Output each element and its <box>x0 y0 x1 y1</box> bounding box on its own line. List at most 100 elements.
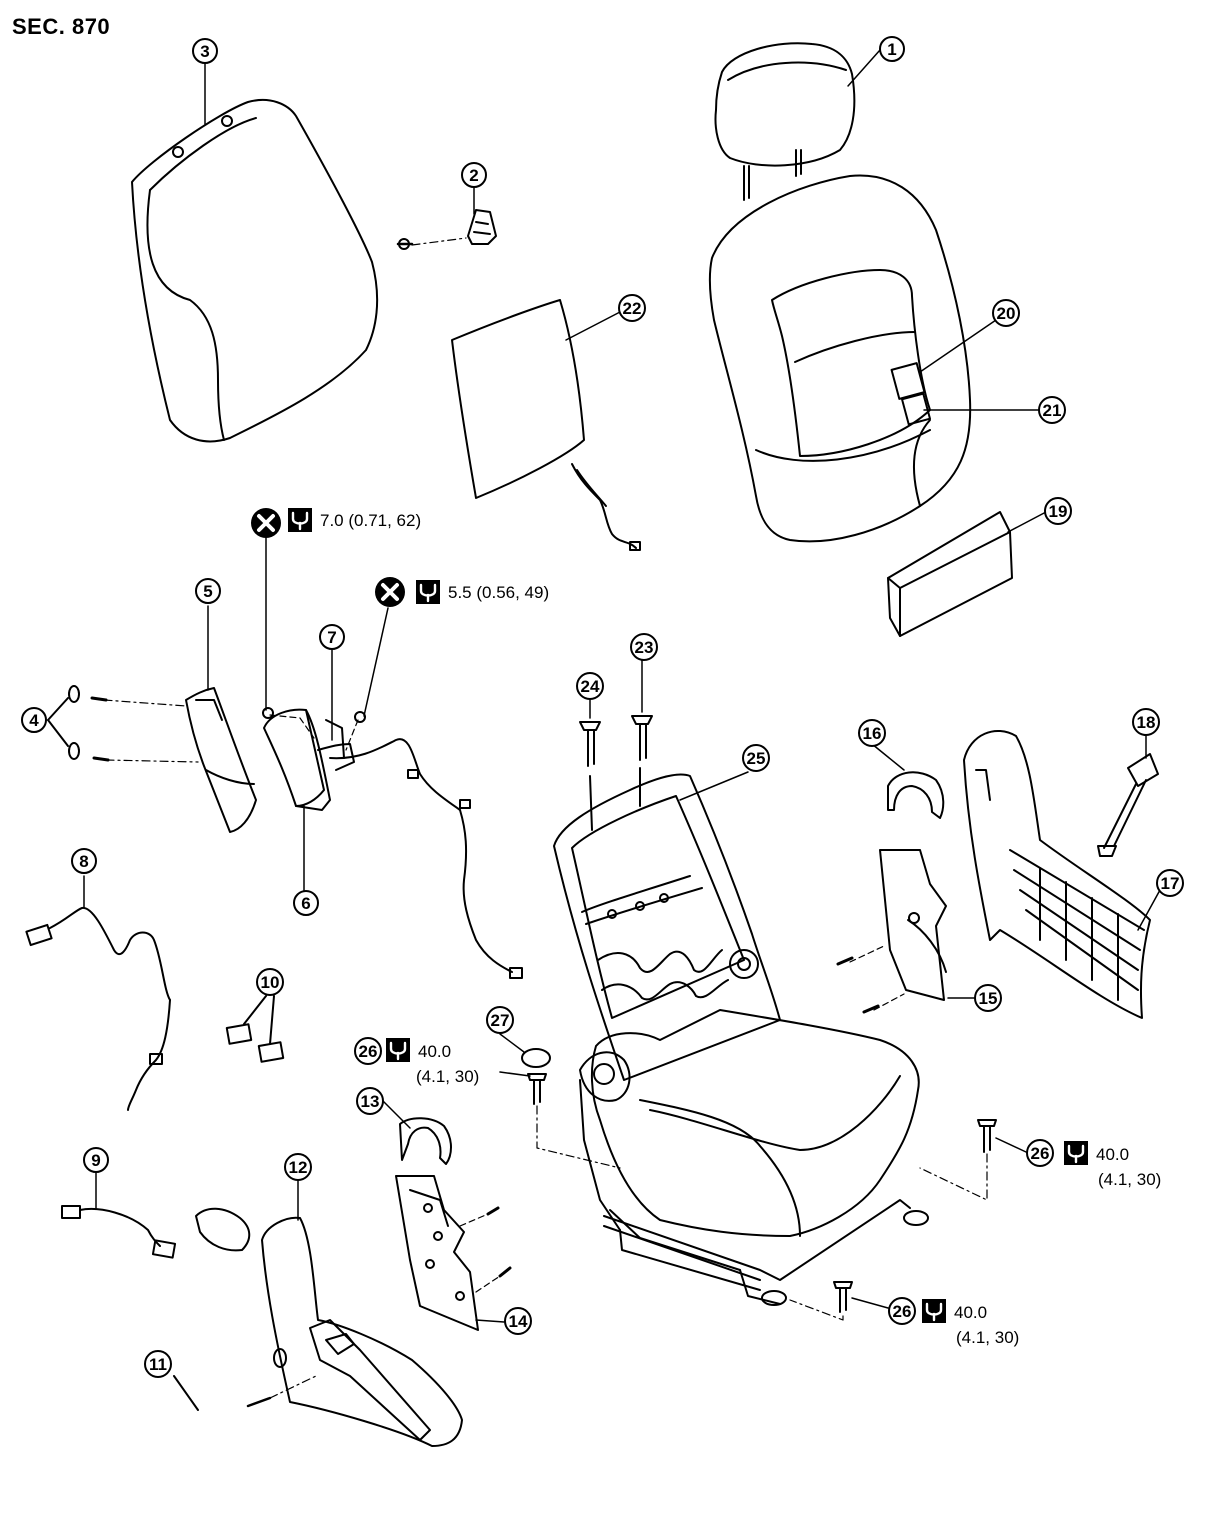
section-label: SEC. 870 <box>12 14 111 39</box>
callout-c25: 25 <box>742 744 770 772</box>
callout-c6: 6 <box>293 890 319 916</box>
torque-value: 40.0 <box>418 1042 451 1061</box>
callout-number: 24 <box>581 677 600 696</box>
part-8-harness <box>25 907 171 1111</box>
part-19-pad <box>887 511 1013 637</box>
callout-c4: 4 <box>21 707 47 733</box>
callout-c24: 24 <box>576 672 604 700</box>
callout-c26a: 26 <box>354 1037 382 1065</box>
part-13-cover <box>399 1117 452 1165</box>
torque-wrench-icon <box>386 1038 410 1062</box>
callout-number: 22 <box>623 299 642 318</box>
do-not-reuse-icon <box>375 577 405 607</box>
part-1-headrest <box>714 42 856 201</box>
callout-number: 3 <box>200 42 209 61</box>
part-3-seatback-cover <box>131 98 379 443</box>
callout-c13: 13 <box>356 1087 384 1115</box>
part-6-airbag-module <box>262 707 523 979</box>
torque-value: 7.0 (0.71, 62) <box>320 511 421 530</box>
part-26-bolt-front-left <box>527 1073 621 1169</box>
part-15-bracket <box>836 849 947 1014</box>
callout-c8: 8 <box>71 848 97 874</box>
torque-wrench-icon <box>288 508 312 532</box>
callout-number: 23 <box>635 638 654 657</box>
callout-number: 2 <box>469 166 478 185</box>
part-4-washers <box>47 685 80 760</box>
torque-wrench-icon <box>1064 1141 1088 1165</box>
callout-c26c: 26 <box>888 1297 916 1325</box>
do-not-reuse-icon <box>251 508 281 538</box>
symbol-layer: 7.0 (0.71, 62) 5.5 (0.56, 49) 40.0 (4.1, 30… <box>251 508 1161 1347</box>
torque-value-units: (4.1, 30) <box>416 1067 479 1086</box>
callout-c3: 3 <box>192 38 218 64</box>
part-17-trim-panel <box>963 730 1151 1019</box>
callout-number: 19 <box>1049 502 1068 521</box>
seatback-assembly <box>708 174 972 543</box>
callout-number: 17 <box>1161 874 1180 893</box>
callout-number: 20 <box>997 304 1016 323</box>
torque-value: 5.5 (0.56, 49) <box>448 583 549 602</box>
callout-number: 18 <box>1137 713 1156 732</box>
callout-c10: 10 <box>256 968 284 996</box>
callout-number: 7 <box>327 628 336 647</box>
part-2-clip <box>396 209 497 250</box>
callout-number: 21 <box>1043 401 1062 420</box>
callout-c18: 18 <box>1132 708 1160 736</box>
callout-number: 25 <box>747 749 766 768</box>
callout-number: 9 <box>91 1151 100 1170</box>
callout-number: 8 <box>79 852 88 871</box>
callout-number: 11 <box>149 1355 167 1374</box>
callout-c9: 9 <box>83 1147 109 1173</box>
callout-c2: 2 <box>461 162 487 188</box>
callout-number: 14 <box>509 1312 528 1331</box>
callout-number: 5 <box>203 582 212 601</box>
part-11-knob <box>173 1207 251 1411</box>
torque-value-units: (4.1, 30) <box>1098 1170 1161 1189</box>
part-24-pin <box>579 721 601 767</box>
callout-c12: 12 <box>284 1153 312 1181</box>
torque-wrench-icon <box>416 580 440 604</box>
callout-c5: 5 <box>195 578 221 604</box>
callout-number: 15 <box>979 989 998 1008</box>
callout-number: 12 <box>289 1158 308 1177</box>
leader-lines <box>83 49 1161 1323</box>
torque-wrench-icon <box>922 1299 946 1323</box>
callout-c17: 17 <box>1156 869 1184 897</box>
part-27-cap <box>521 1048 551 1068</box>
part-12-side-finisher <box>246 1216 463 1447</box>
part-26-bolt-rear-left <box>789 1281 853 1321</box>
part-16-cover <box>887 771 945 819</box>
part-22-back-board <box>451 299 641 551</box>
part-10-clips <box>225 995 285 1063</box>
callout-c1: 1 <box>879 36 905 62</box>
part-9-harness <box>61 1205 177 1259</box>
callout-number: 27 <box>491 1011 510 1030</box>
callout-c26b: 26 <box>1026 1139 1054 1167</box>
part-25-seat-frame <box>553 767 929 1306</box>
callout-number: 26 <box>359 1042 378 1061</box>
callout-number: 16 <box>863 724 882 743</box>
torque-value: 40.0 <box>954 1303 987 1322</box>
callout-c7: 7 <box>319 624 345 650</box>
part-23-pin <box>631 715 653 761</box>
part-14-bracket <box>395 1175 512 1331</box>
callout-c27: 27 <box>486 1006 514 1034</box>
callout-number: 26 <box>1031 1144 1050 1163</box>
callout-number: 10 <box>261 973 280 992</box>
callout-c22: 22 <box>618 294 646 322</box>
callout-number: 6 <box>301 894 310 913</box>
torque-value: 40.0 <box>1096 1145 1129 1164</box>
part-18-buckle <box>1097 753 1159 857</box>
callout-c16: 16 <box>858 719 886 747</box>
callout-c19: 19 <box>1044 497 1072 525</box>
callout-layer: 1234567891011121314151617181920212223242… <box>21 36 1184 1378</box>
callout-c20: 20 <box>992 299 1020 327</box>
part-26-bolt-rear-right <box>919 1119 997 1201</box>
callout-number: 1 <box>887 40 896 59</box>
callout-number: 13 <box>361 1092 380 1111</box>
callout-number: 4 <box>29 711 39 730</box>
part-5-side-cover <box>90 687 257 833</box>
callout-c21: 21 <box>1038 396 1066 424</box>
